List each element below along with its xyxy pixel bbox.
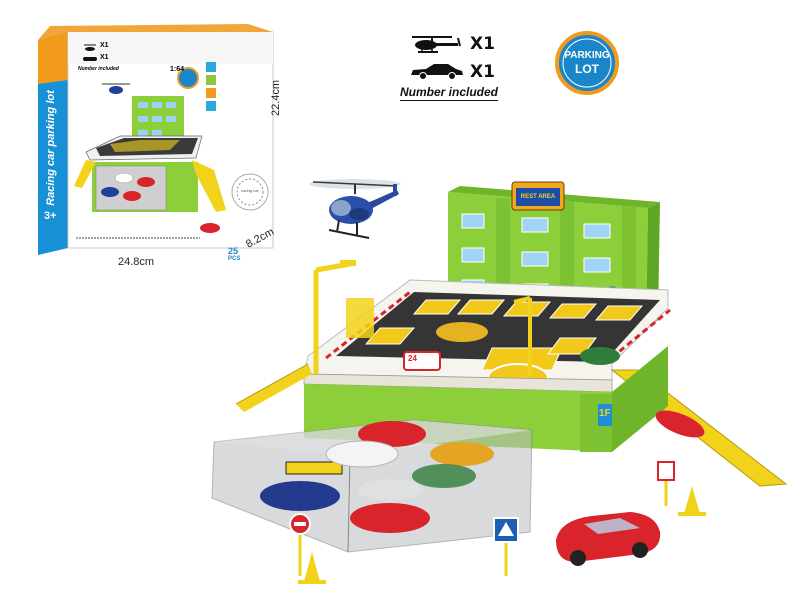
box-pcs-label: PCS: [228, 256, 241, 262]
box-sticker-text: racing car: [241, 188, 259, 193]
rest-area-sign-text: REST AREA: [520, 194, 556, 200]
pillar-number: 1F: [599, 408, 611, 419]
legend-note: Number included: [400, 85, 499, 101]
legend-helicopter-count: X1: [470, 34, 495, 54]
helicopter-toy: [305, 170, 405, 245]
legend-car-count: X1: [470, 62, 495, 82]
box-legend-note: Number included: [78, 66, 119, 72]
box-scale-label: 1:64: [170, 66, 185, 73]
legend-helicopter-icon: [408, 34, 462, 56]
box-legend-car-icon: [82, 56, 97, 61]
dimension-height: 22.4cm: [270, 79, 282, 116]
playset-art: [211, 181, 788, 584]
deck-number: 24: [408, 354, 417, 363]
product-box: Racing car parking lot 3+ X1 X1 Number i…: [20, 20, 280, 262]
badge-line1: PARKING: [564, 50, 610, 61]
box-legend-car-count: X1: [100, 54, 109, 61]
legend-car-icon: [408, 62, 464, 80]
product-box-art: [38, 24, 274, 255]
box-side-title: Racing car parking lot: [45, 90, 57, 206]
parking-lot-badge: PARKING LOT: [555, 31, 619, 95]
box-age-label: 3+: [44, 210, 57, 222]
box-pcs-count: 25: [228, 246, 239, 256]
parking-playset: REST AREA 24 1F: [200, 180, 800, 600]
box-legend-heli-count: X1: [100, 42, 109, 49]
badge-line2: LOT: [575, 62, 599, 76]
box-legend-heli-icon: [82, 44, 96, 51]
dimension-width: 24.8cm: [118, 256, 155, 268]
